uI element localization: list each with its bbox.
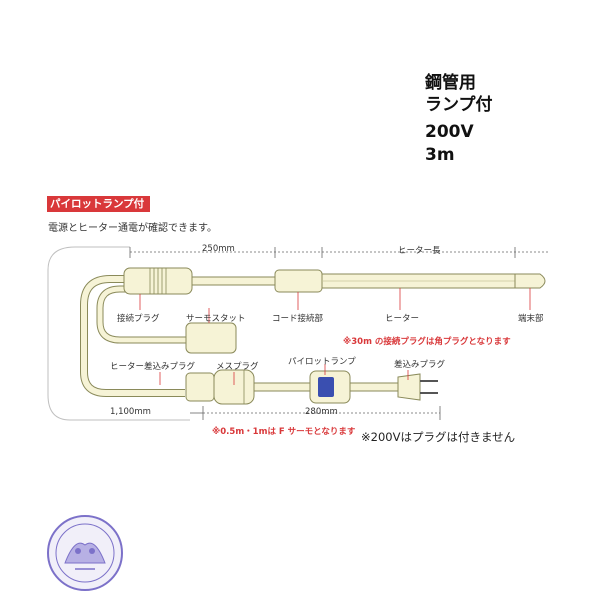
cord-joint-label: コード接続部 xyxy=(272,314,324,324)
insert-plug-body xyxy=(397,373,421,401)
thermostat-body xyxy=(185,322,237,354)
no-plug-note: ※200Vはプラグは付きません xyxy=(361,430,516,444)
cord-to-lamp xyxy=(253,382,311,392)
cord-to-plug xyxy=(349,382,399,392)
spec-usage: 鋼管用 xyxy=(425,73,476,93)
cable-loop xyxy=(81,276,185,396)
description-text: 電源とヒーター通電が確認できます。 xyxy=(48,223,217,234)
heater-insert-plug-label: ヒーター差込みプラグ xyxy=(110,362,196,372)
heater-insert-plug-body xyxy=(185,372,215,402)
pilot-lamp-window xyxy=(318,377,334,397)
dim-1100-label: 1,100mm xyxy=(110,407,151,417)
terminal-label: 端末部 xyxy=(518,314,544,324)
f-thermo-note: ※0.5m・1mは F サーモとなります xyxy=(212,427,356,437)
dimension-top xyxy=(129,247,548,258)
heater-label: ヒーター xyxy=(385,314,420,324)
female-plug-label: メスプラグ xyxy=(216,362,259,372)
insert-plug-label: 差込みプラグ xyxy=(394,360,446,370)
terminal-end xyxy=(514,273,546,289)
seal-stamp-icon xyxy=(47,515,123,591)
spec-lamp: ランプ付 xyxy=(425,95,493,115)
thermostat-label: サーモスタット xyxy=(186,314,246,324)
dim-280-label: 280mm xyxy=(305,407,338,417)
connect-plug-label: 接続プラグ xyxy=(117,314,160,324)
pilot-lamp-label: パイロットランプ xyxy=(288,357,356,367)
thermo-cable xyxy=(97,286,186,343)
red-leaders xyxy=(139,288,531,385)
dim-heater-length-label: ヒーター長 xyxy=(398,246,441,256)
connect-plug-ridges xyxy=(149,268,167,294)
dim-250-label: 250mm xyxy=(202,244,235,254)
spec-length: 3m xyxy=(425,145,455,165)
spec-voltage: 200V xyxy=(425,122,474,142)
cord-segment xyxy=(191,276,276,286)
pilot-lamp-badge: パイロットランプ付 xyxy=(47,196,150,212)
square-plug-note: ※30m の接続プラグは角プラグとなります xyxy=(343,337,511,347)
cord-joint-body xyxy=(274,269,323,293)
dimension-bottom xyxy=(190,406,441,420)
frame-line xyxy=(47,246,130,421)
